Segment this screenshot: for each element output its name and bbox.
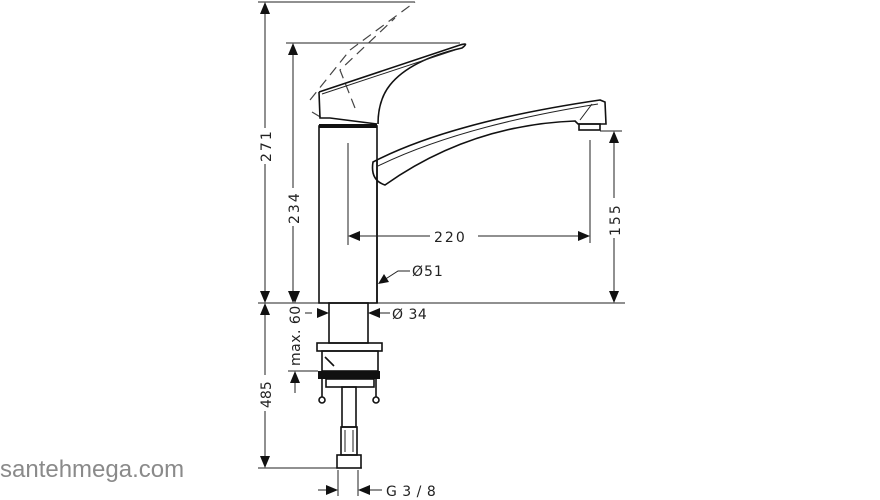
watermark: santehmega.com [0, 456, 185, 483]
mounting-assembly [316, 302, 383, 469]
dim-spout-reach: 220 [434, 230, 467, 246]
dim-spout-height: 155 [608, 203, 624, 236]
dim-body-diameter: Ø51 [412, 264, 444, 280]
dim-max-counter-thickness: max. 60 [288, 305, 304, 366]
dim-connection-thread: G 3 / 8 [386, 484, 436, 500]
dimension-lines [260, 2, 619, 495]
dim-total-height: 271 [259, 129, 275, 162]
dim-handle-height: 234 [287, 191, 303, 224]
dim-hose-length: 485 [259, 381, 275, 408]
spout [371, 99, 607, 186]
lever-alternate-position [309, 1, 416, 119]
extension-lines [258, 1, 625, 496]
dim-shank-diameter: Ø 34 [392, 307, 427, 323]
